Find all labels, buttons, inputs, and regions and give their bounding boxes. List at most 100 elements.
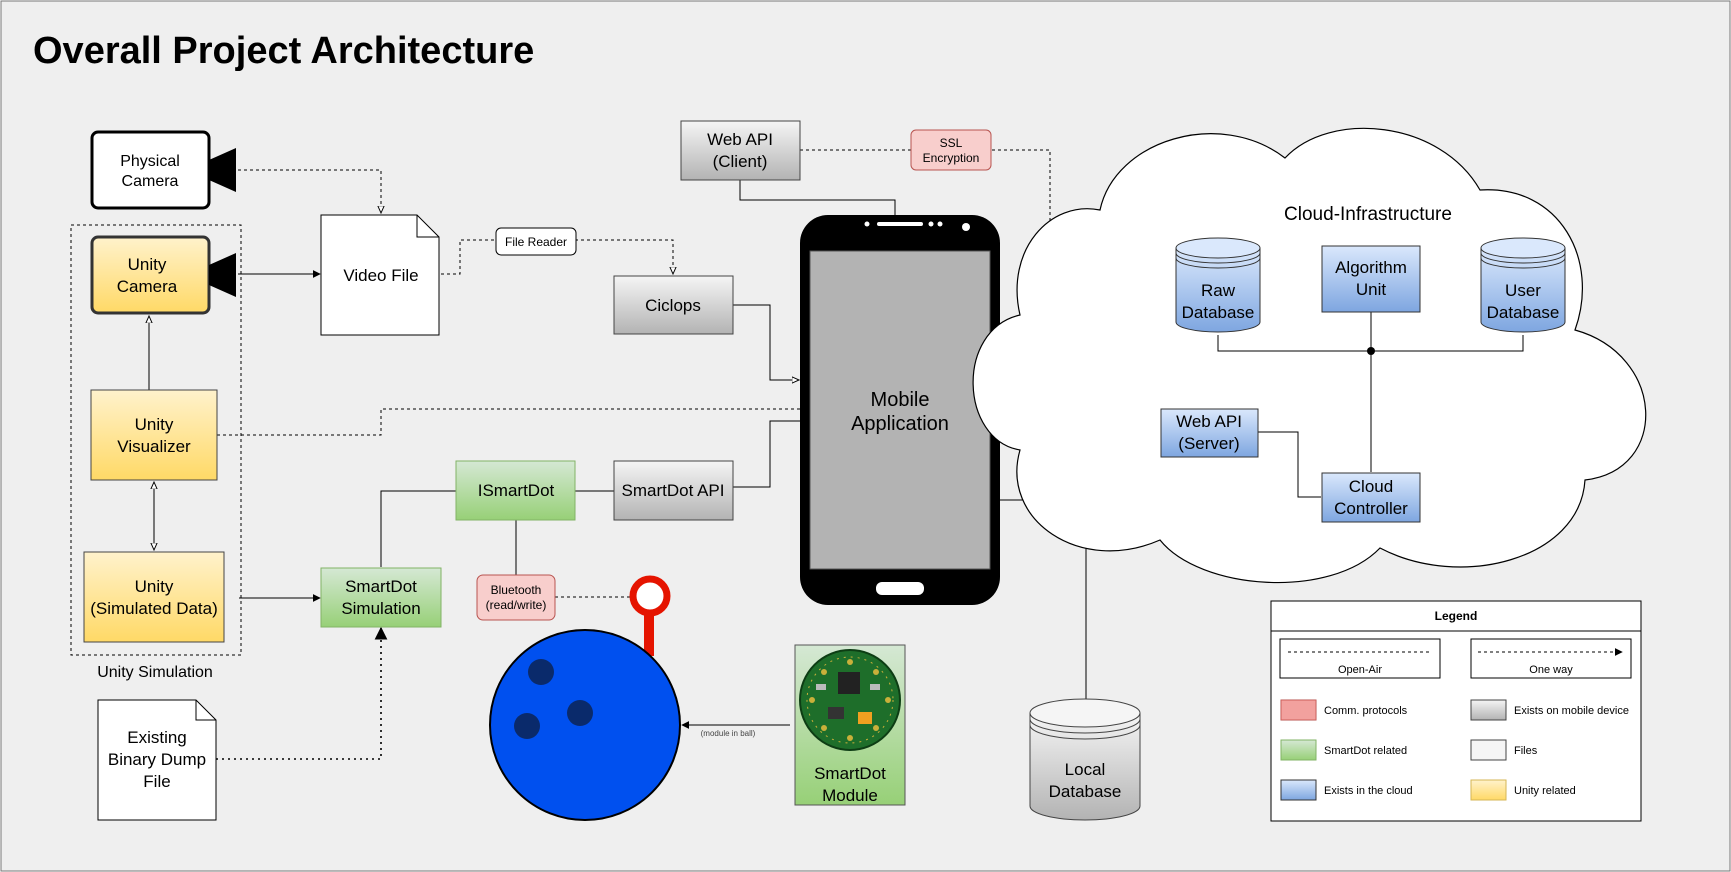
svg-text:Unity: Unity bbox=[135, 415, 174, 434]
user-database: User Database bbox=[1480, 237, 1566, 333]
legend-title: Legend bbox=[1435, 609, 1478, 623]
circuit-board-icon bbox=[799, 649, 901, 751]
physical-camera: Physical Camera bbox=[90, 130, 236, 210]
svg-text:File Reader: File Reader bbox=[505, 235, 567, 249]
legend-comm-protocols: Comm. protocols bbox=[1280, 699, 1408, 721]
legend: Legend Open-Air One way Comm. protocols … bbox=[1270, 600, 1642, 822]
unity-visualizer: Unity Visualizer bbox=[90, 389, 218, 481]
svg-text:SSL: SSL bbox=[940, 136, 963, 150]
svg-text:Video File: Video File bbox=[343, 266, 418, 285]
legend-smartdot-related: SmartDot related bbox=[1280, 739, 1407, 761]
cloud-controller: Cloud Controller bbox=[1321, 472, 1421, 523]
svg-text:Controller: Controller bbox=[1334, 499, 1408, 518]
svg-text:ISmartDot: ISmartDot bbox=[478, 481, 555, 500]
connectors bbox=[149, 149, 1100, 760]
smartdot-simulation: SmartDot Simulation bbox=[320, 567, 442, 628]
unity-simulated-data: Unity (Simulated Data) bbox=[83, 551, 225, 643]
svg-text:(Server): (Server) bbox=[1178, 434, 1239, 453]
svg-text:Unity related: Unity related bbox=[1514, 785, 1576, 797]
legend-one-way: One way bbox=[1470, 638, 1632, 679]
file-reader-label: File Reader bbox=[495, 227, 577, 256]
svg-text:Web API: Web API bbox=[707, 130, 773, 149]
svg-text:SmartDot related: SmartDot related bbox=[1324, 745, 1407, 757]
svg-text:Binary Dump: Binary Dump bbox=[108, 750, 206, 769]
binary-dump-file: Existing Binary Dump File bbox=[97, 699, 217, 821]
svg-text:Unity: Unity bbox=[135, 577, 174, 596]
web-api-server: Web API (Server) bbox=[1160, 408, 1259, 458]
connector-smartdot-ismartdot bbox=[380, 490, 456, 567]
legend-mobile-device: Exists on mobile device bbox=[1470, 699, 1629, 721]
svg-text:Open-Air: Open-Air bbox=[1338, 664, 1382, 676]
marker-pin bbox=[629, 575, 671, 617]
document-icon bbox=[97, 699, 217, 821]
junction-dot bbox=[1367, 347, 1375, 355]
database-icon bbox=[1029, 713, 1141, 821]
svg-text:Mobile: Mobile bbox=[871, 389, 930, 411]
svg-text:Existing: Existing bbox=[127, 728, 187, 747]
svg-text:Visualizer: Visualizer bbox=[117, 437, 191, 456]
svg-text:Algorithm: Algorithm bbox=[1335, 258, 1407, 277]
unity-simulation-group bbox=[70, 224, 242, 656]
legend-files: Files bbox=[1470, 739, 1538, 761]
bluetooth-label: Bluetooth (read/write) bbox=[476, 574, 556, 621]
svg-text:File: File bbox=[143, 772, 170, 791]
svg-text:Database: Database bbox=[1182, 303, 1255, 322]
smartdot-api: SmartDot API bbox=[613, 460, 734, 521]
svg-text:Camera: Camera bbox=[117, 277, 178, 296]
connector-api-mobile bbox=[733, 420, 800, 488]
svg-text:User: User bbox=[1505, 281, 1541, 300]
unity-simulation-label: Unity Simulation bbox=[97, 664, 213, 681]
web-api-client: Web API (Client) bbox=[680, 120, 801, 181]
svg-text:Database: Database bbox=[1049, 782, 1122, 801]
cloud-icon bbox=[972, 127, 1647, 584]
smartdot-module: SmartDot Module bbox=[794, 644, 906, 806]
bowling-ball bbox=[489, 575, 681, 821]
raw-database: Raw Database bbox=[1175, 237, 1261, 333]
algorithm-unit: Algorithm Unit bbox=[1321, 245, 1421, 313]
svg-text:Ciclops: Ciclops bbox=[645, 296, 701, 315]
svg-text:Encryption: Encryption bbox=[923, 151, 980, 165]
svg-text:Application: Application bbox=[851, 413, 949, 435]
database-icon bbox=[1480, 248, 1566, 333]
svg-text:Module: Module bbox=[822, 786, 878, 805]
svg-text:Simulation: Simulation bbox=[341, 599, 420, 618]
svg-text:Files: Files bbox=[1514, 745, 1538, 757]
camera-icon bbox=[209, 148, 236, 192]
svg-text:Physical: Physical bbox=[120, 153, 180, 170]
mobile-application: Mobile Application bbox=[800, 215, 1000, 605]
connector-webapi-mobile bbox=[739, 180, 896, 215]
svg-text:(Simulated Data): (Simulated Data) bbox=[90, 599, 218, 618]
svg-text:Local: Local bbox=[1065, 760, 1106, 779]
svg-text:Database: Database bbox=[1487, 303, 1560, 322]
video-file: Video File bbox=[320, 214, 440, 336]
unity-camera: Unity Camera bbox=[90, 235, 236, 315]
svg-text:Cloud: Cloud bbox=[1349, 477, 1393, 496]
svg-text:Web API: Web API bbox=[1176, 412, 1242, 431]
connector-video-ciclops bbox=[441, 239, 673, 274]
svg-text:Unit: Unit bbox=[1356, 280, 1387, 299]
legend-cloud: Exists in the cloud bbox=[1280, 779, 1413, 801]
ssl-encryption-label: SSL Encryption bbox=[910, 129, 992, 171]
svg-text:SmartDot API: SmartDot API bbox=[622, 481, 725, 500]
svg-text:Comm. protocols: Comm. protocols bbox=[1324, 705, 1408, 717]
svg-text:SmartDot: SmartDot bbox=[814, 764, 886, 783]
legend-open-air: Open-Air bbox=[1279, 638, 1441, 679]
document-icon bbox=[320, 214, 440, 336]
camera-icon bbox=[209, 253, 236, 297]
module-in-ball-label: (module in ball) bbox=[701, 729, 756, 738]
ismartdot: ISmartDot bbox=[455, 460, 576, 521]
svg-text:Exists on mobile device: Exists on mobile device bbox=[1514, 705, 1629, 717]
connector-ciclops-mobile bbox=[733, 304, 799, 380]
connector-visualizer-mobile bbox=[217, 408, 800, 436]
svg-text:Exists in the cloud: Exists in the cloud bbox=[1324, 785, 1413, 797]
svg-text:(read/write): (read/write) bbox=[486, 598, 547, 612]
svg-text:Raw: Raw bbox=[1201, 281, 1236, 300]
svg-text:Unity: Unity bbox=[128, 255, 167, 274]
page-title: Overall Project Architecture bbox=[33, 30, 534, 72]
svg-text:(Client): (Client) bbox=[713, 152, 768, 171]
ciclops: Ciclops bbox=[613, 275, 734, 335]
svg-text:Camera: Camera bbox=[122, 173, 179, 190]
svg-text:Bluetooth: Bluetooth bbox=[491, 583, 542, 597]
